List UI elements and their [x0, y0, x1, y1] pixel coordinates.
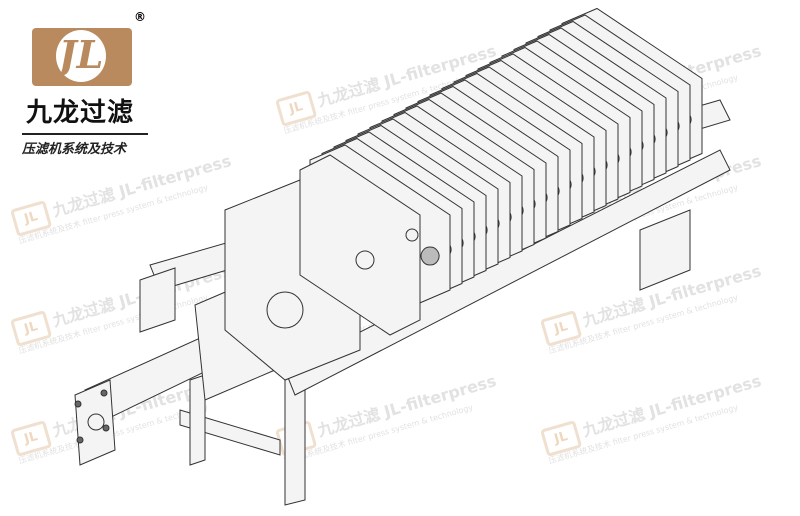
corner-port [405, 228, 419, 242]
feed-port [355, 250, 375, 270]
brand-name: 九龙过滤 [26, 98, 135, 128]
bolt-icon [100, 389, 108, 397]
thrust-plate [299, 154, 421, 336]
cylinder-leg [189, 374, 206, 466]
side-beam-front [284, 149, 731, 396]
brand-subtitle: 压滤机系统及技术 [22, 142, 127, 157]
jl-logo-mark: JL [32, 28, 132, 86]
bolt-icon [74, 400, 82, 408]
rear-leg [639, 209, 691, 291]
bolt-icon [102, 424, 110, 432]
plate-handle-icon [420, 246, 440, 266]
beam-end-block [139, 267, 176, 333]
divider [22, 133, 148, 135]
bolt-icon [76, 436, 84, 444]
cylinder-port [87, 413, 105, 431]
logo-letters: JL [58, 32, 104, 77]
registered-mark: ® [134, 10, 146, 24]
brand-logo: JL ® 九龙过滤 压滤机系统及技术 [18, 10, 148, 157]
piston-disc [266, 291, 304, 329]
